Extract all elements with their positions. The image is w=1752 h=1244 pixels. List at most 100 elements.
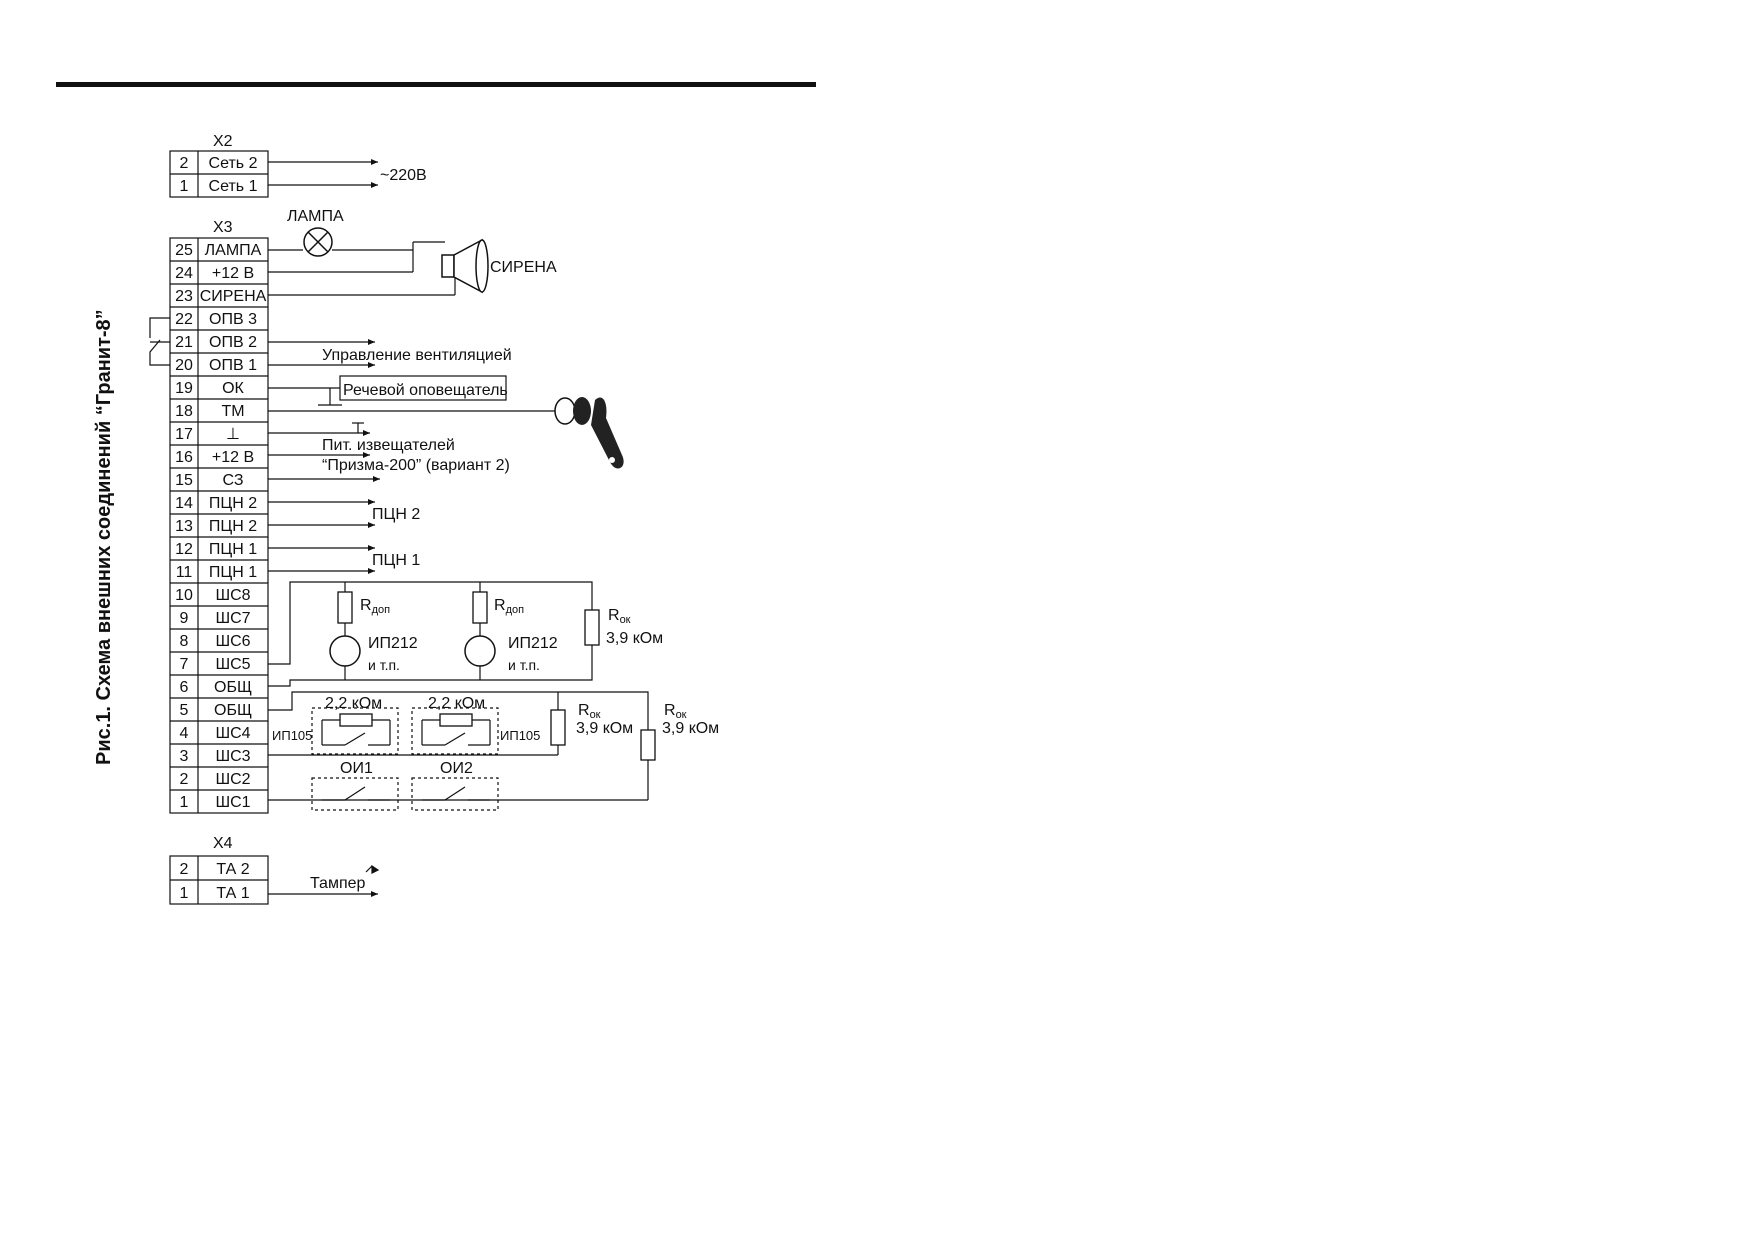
oi1-label: ОИ1: [340, 760, 373, 777]
x3-terminal-name: ШС6: [215, 633, 250, 650]
ip212-loop-wiring: [268, 581, 593, 687]
power-label-1: Пит. извещателей: [322, 437, 455, 454]
r-ok-resistor-2: [550, 709, 566, 746]
x2-terminal-number: 2: [180, 155, 189, 172]
ip105-resistors: [339, 713, 473, 727]
x4-terminal-number: 2: [180, 861, 189, 878]
r-add-label-1: Rдоп: [360, 597, 390, 616]
ip212-etc-2: и т.п.: [508, 657, 540, 673]
x3-terminal-name: ШС5: [215, 656, 250, 673]
x3-terminal-name: +12 В: [212, 449, 254, 466]
x3-terminal-name: ШС2: [215, 771, 250, 788]
header-rule: [56, 82, 816, 87]
x3-terminal-name: ШС7: [215, 610, 250, 627]
x3-terminal-number: 15: [175, 472, 193, 489]
x3-terminal-name: ПЦН 2: [209, 495, 257, 512]
x4-title: Х4: [213, 835, 233, 852]
r-ok-resistor-3: [640, 729, 656, 761]
power-label-2: “Призма-200” (вариант 2): [322, 457, 510, 474]
r-add-resistor-2: [472, 591, 488, 624]
x3-terminal-number: 16: [175, 449, 193, 466]
x3-terminal-number: 24: [175, 265, 193, 282]
x3-terminal-number: 1: [180, 794, 189, 811]
detector-dashed-boxes: [311, 707, 499, 811]
r-ok-resistor-1: [584, 609, 600, 646]
tamper-label: Тампер: [310, 875, 366, 892]
x3-terminal-name: ПЦН 1: [209, 564, 257, 581]
oi2-label: ОИ2: [440, 760, 473, 777]
x3-terminal-number: 18: [175, 403, 193, 420]
x2-terminal-name: Сеть 2: [209, 155, 258, 172]
lamp-icon: [303, 227, 333, 257]
mains-label: ~220В: [380, 167, 427, 184]
ventilation-wiring: [149, 317, 375, 368]
x3-terminal-name: ШС8: [215, 587, 250, 604]
x3-terminal-number: 22: [175, 311, 193, 328]
x3-terminal-name: ОПВ 1: [209, 357, 257, 374]
r-ok-value-2: 3,9 кОм: [576, 720, 633, 737]
tamper-wiring: [268, 864, 380, 897]
figure-caption: Рис.1. Схема внешних соединений “Гранит-…: [93, 309, 115, 765]
ventilation-label: Управление вентиляцией: [322, 347, 512, 364]
x2-terminal-block: 2 Сеть 2 1 Сеть 1: [169, 150, 269, 198]
x3-terminal-name: СЗ: [222, 472, 243, 489]
mains-wiring: [268, 159, 378, 188]
r22-label-1: 2,2 кОм: [325, 695, 382, 712]
x3-terminal-name: ПЦН 2: [209, 518, 257, 535]
x2-terminal-number: 1: [180, 178, 189, 195]
x2-terminal-name: Сеть 1: [209, 178, 258, 195]
ip105-label-1: ИП105: [272, 728, 312, 743]
ip212-etc-1: и т.п.: [368, 657, 400, 673]
ip105-label-2: ИП105: [500, 728, 540, 743]
x3-terminal-number: 17: [175, 426, 193, 443]
x3-terminal-number: 14: [175, 495, 193, 512]
x4-terminal-number: 1: [180, 885, 189, 902]
ip212-detector-icon-1: [329, 635, 361, 667]
x3-terminal-number: 25: [175, 242, 193, 259]
x2-title: Х2: [213, 133, 233, 150]
voice-wiring: [268, 375, 507, 406]
x3-terminal-name: ОК: [222, 380, 244, 397]
x3-terminal-name: ЛАМПА: [205, 242, 262, 259]
x3-terminal-number: 23: [175, 288, 193, 305]
pcn-wiring: [268, 499, 375, 574]
x3-terminal-number: 6: [180, 679, 189, 696]
x3-terminal-name: ТМ: [221, 403, 244, 420]
r-ok-value-3: 3,9 кОм: [662, 720, 719, 737]
x3-terminal-name: СИРЕНА: [200, 288, 267, 305]
x3-terminal-number: 5: [180, 702, 189, 719]
x3-terminal-name: ШС1: [215, 794, 250, 811]
ip212-label-2: ИП212: [508, 635, 558, 652]
x3-terminal-name: +12 В: [212, 265, 254, 282]
x3-terminal-name: ОПВ 2: [209, 334, 257, 351]
voice-label: Речевой оповещатель: [343, 382, 508, 399]
x3-terminal-name: ШС4: [215, 725, 250, 742]
x3-terminal-number: 3: [180, 748, 189, 765]
r22-label-2: 2,2 кОм: [428, 695, 485, 712]
pcn2-label: ПЦН 2: [372, 506, 420, 523]
ip105-loop-wiring: [268, 691, 649, 801]
x3-terminal-name: ПЦН 1: [209, 541, 257, 558]
ip212-detector-icon-2: [464, 635, 496, 667]
x3-terminal-number: 7: [180, 656, 189, 673]
x3-terminal-number: 13: [175, 518, 193, 535]
r-ok-value-1: 3,9 кОм: [606, 630, 663, 647]
x4-terminal-name: ТА 1: [216, 885, 249, 902]
x3-terminal-name: ОПВ 3: [209, 311, 257, 328]
r-add-label-2: Rдоп: [494, 597, 524, 616]
x3-terminal-number: 2: [180, 771, 189, 788]
x3-terminal-name: ОБЩ: [214, 679, 252, 696]
x3-terminal-name: ШС3: [215, 748, 250, 765]
touch-memory-key-icon: [554, 397, 624, 469]
pcn1-label: ПЦН 1: [372, 552, 420, 569]
x3-terminal-number: 10: [175, 587, 193, 604]
x3-terminal-name: ⊥: [226, 426, 240, 443]
siren-label: СИРЕНА: [490, 259, 557, 276]
siren-icon: [441, 238, 489, 294]
x3-terminal-number: 21: [175, 334, 193, 351]
tm-wiring: [268, 410, 560, 458]
x3-terminal-number: 20: [175, 357, 193, 374]
